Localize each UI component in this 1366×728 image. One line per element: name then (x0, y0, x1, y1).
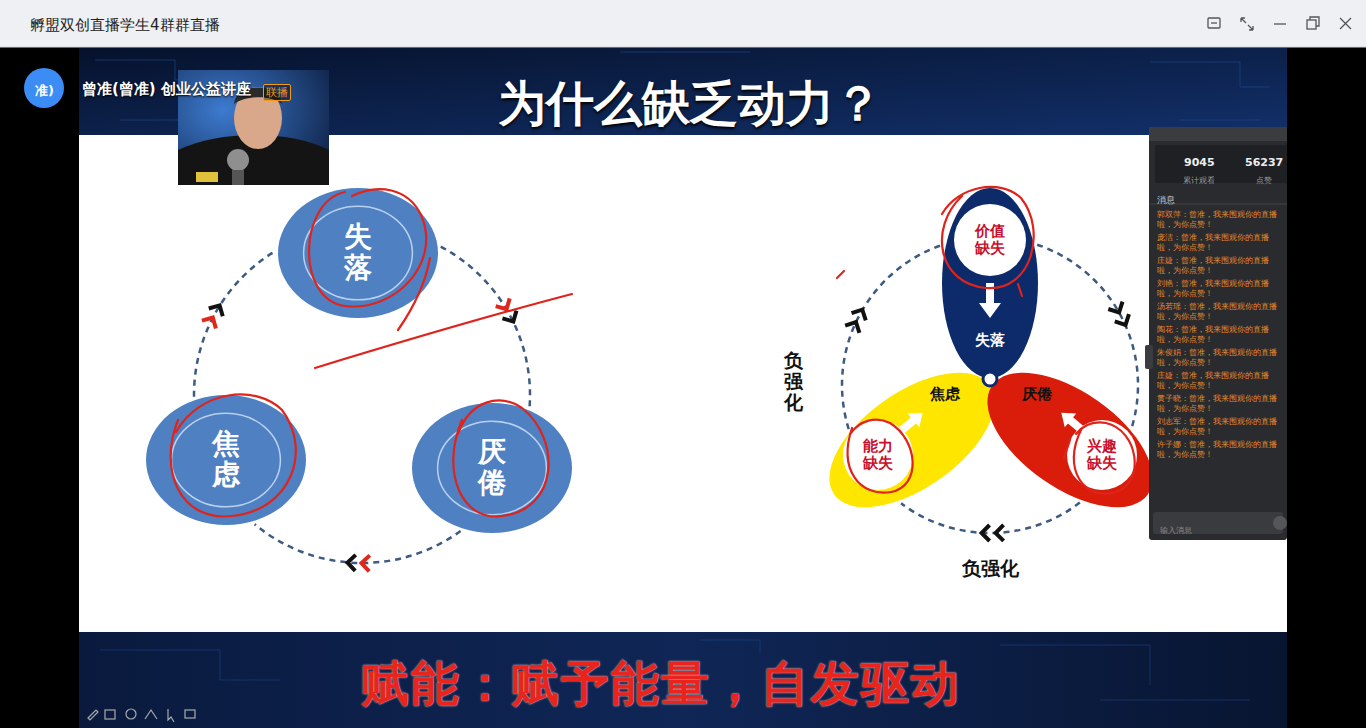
window-title: 孵盟双创直播学生4群群直播 (30, 16, 220, 35)
arrow-chevron (1108, 302, 1122, 313)
cycle-arrow (255, 524, 461, 571)
arrow-chevron (1115, 314, 1129, 325)
dashed-arc (901, 503, 1080, 533)
chat-message: 许子娜：曾准，我来围观你的直播啦，为你点赞！ (1157, 440, 1281, 459)
cycle-arrow (901, 503, 1080, 541)
chat-message: 汤若瑶：曾准，我来围观你的直播啦，为你点赞！ (1157, 302, 1281, 321)
text-slot: 为什么缺乏动力？ (498, 72, 882, 136)
arrow-chevron (209, 305, 223, 316)
panel-heading: 消息 (1157, 194, 1175, 207)
node-label: 焦虑 (212, 429, 240, 491)
arrow-chevron (996, 525, 1004, 541)
text-slot: 负强化 (784, 350, 803, 413)
emotion-petal: 焦虑能力缺失 (829, 373, 995, 507)
text-slot: 曾准(曾准) 创业公益讲座 (82, 79, 251, 99)
node-label: 价值缺失 (975, 223, 1006, 258)
streamer-name: 曾准(曾准) 创业公益讲座 (82, 80, 251, 99)
petal-fill (807, 346, 1018, 534)
slide-caption: 赋能：赋予能量，自发驱动 (361, 652, 961, 716)
axis-label: 负强化 (784, 350, 803, 413)
text-slot: 输入消息 (1160, 518, 1192, 537)
axis-label: 负强化 (962, 556, 1019, 582)
circle-fill (954, 204, 1026, 276)
chat-message: 刘艳：曾准，我来围观你的直播啦，为你点赞！ (1157, 279, 1281, 298)
dashed-arc (194, 251, 275, 396)
chat-message: 庞洁：曾准，我来围观你的直播啦，为你点赞！ (1157, 233, 1281, 252)
stat-caption: 点赞 (1256, 175, 1272, 186)
arrow-chevron (852, 310, 866, 321)
node-label: 兴趣缺失 (1087, 438, 1118, 473)
node-label: 厌倦 (1022, 385, 1052, 403)
chat-message: 陶花：曾准，我来围观你的直播啦，为你点赞！ (1157, 325, 1281, 344)
node-label: 焦虑 (930, 385, 960, 403)
petal-fill (942, 188, 1038, 378)
petal-fill (965, 346, 1176, 534)
emotion-circle: 失落 (278, 188, 438, 318)
text-slot: 孵盟双创直播学生4群群直播 (30, 15, 220, 35)
arrow-chevron (982, 525, 990, 541)
text-slot: 消息 (1157, 188, 1175, 207)
arrow-chevron (347, 555, 355, 571)
dashed-arc (255, 524, 461, 563)
arrow-chevron (496, 298, 510, 309)
stat-number: 56237 (1245, 156, 1283, 169)
text-slot: 点赞 (1256, 168, 1272, 187)
chat-message: 庄婕：曾准，我来围观你的直播啦，为你点赞！ (1157, 371, 1281, 390)
node-label: 失落 (975, 331, 1005, 349)
circle-fill (146, 395, 306, 525)
arrow-chevron (361, 555, 369, 571)
cause-circle: 价值缺失 (954, 204, 1026, 276)
input-placeholder: 输入消息 (1160, 525, 1192, 536)
text-slot: 9045 (1184, 151, 1215, 170)
chat-message: 庄婕：曾准，我来围观你的直播啦，为你点赞！ (1157, 256, 1281, 275)
text-slot: 累计观看 (1183, 168, 1215, 187)
arrow-chevron (845, 322, 859, 333)
circle-ring (304, 206, 413, 300)
chat-list: 郭双萍：曾准，我来围观你的直播啦，为你点赞！ 庞洁：曾准，我来围观你的直播啦，为你… (1157, 210, 1281, 463)
chat-message: 郭双萍：曾准，我来围观你的直播啦，为你点赞！ (1157, 210, 1281, 229)
stat-caption: 累计观看 (1183, 175, 1215, 186)
node-label: 能力缺失 (863, 438, 894, 473)
text-slot: 准) (35, 80, 54, 100)
circle-fill (278, 188, 438, 318)
live-badge: 联播 (263, 84, 291, 101)
chat-message: 黄子晓：曾准，我来围观你的直播啦，为你点赞！ (1157, 394, 1281, 413)
circle-ring (172, 413, 281, 507)
node-label: 厌倦 (478, 437, 506, 499)
text-slot: 赋能：赋予能量，自发驱动 (361, 652, 961, 716)
text-slot: 负强化 (962, 556, 1019, 582)
cycle-arrow (194, 251, 275, 396)
avatar-initial: 准) (35, 82, 54, 100)
stat-number: 9045 (1184, 156, 1215, 169)
chat-message: 刘志军：曾准，我来围观你的直播啦，为你点赞！ (1157, 417, 1281, 436)
node-label: 失落 (344, 222, 372, 284)
chat-message: 朱俊娟：曾准，我来围观你的直播啦，为你点赞！ (1157, 348, 1281, 367)
text-slot: 联播 (263, 81, 291, 101)
slide-title: 为什么缺乏动力？ (498, 72, 882, 136)
arrow-chevron (202, 318, 216, 329)
text-slot: 56237 (1245, 151, 1283, 170)
